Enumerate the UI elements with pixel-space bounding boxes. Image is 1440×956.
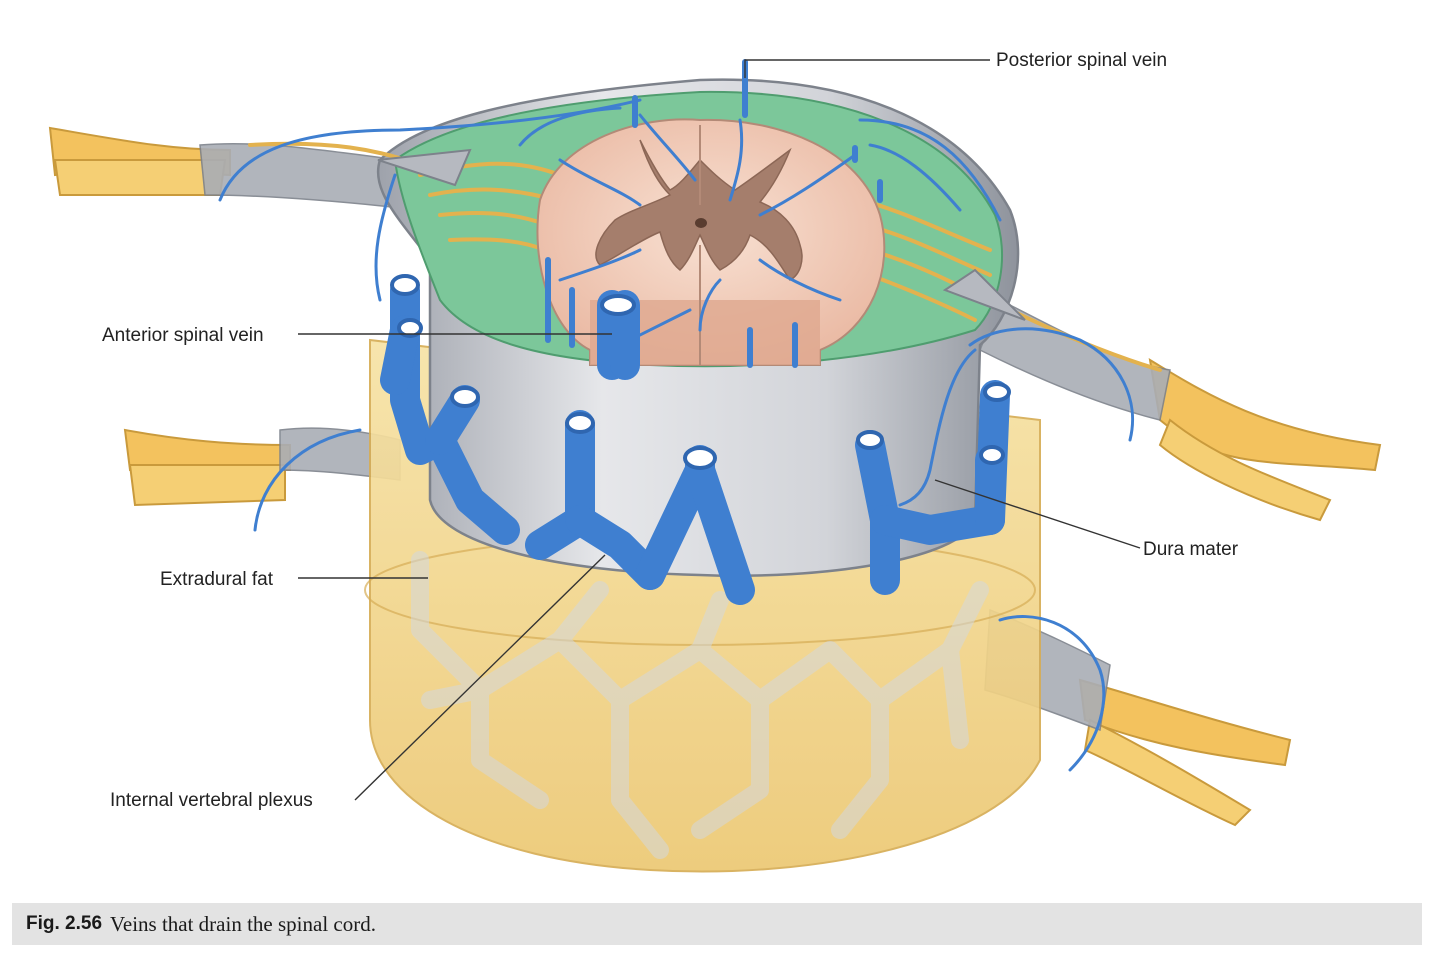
grey-matter [595,139,803,281]
spinal-cord [536,118,886,366]
leader-lines [298,59,1141,801]
label-anterior-spinal-vein: Anterior spinal vein [102,325,264,346]
label-extradural-fat: Extradural fat [160,569,274,590]
figure-caption: Fig. 2.56 Veins that drain the spinal co… [12,903,1422,945]
figure-number: Fig. 2.56 [26,913,103,934]
denticulate-ligaments [377,148,1026,321]
label-posterior-spinal-vein: Posterior spinal vein [996,50,1167,71]
leader-dura-mater [934,479,1141,549]
label-internal-vertebral-plexus: Internal vertebral plexus [110,790,313,811]
leader-internal-vertebral-plexus [354,554,606,801]
leader-posterior-spinal-vein [744,59,990,78]
label-dura-mater: Dura mater [1143,539,1239,560]
figure-caption-text: Veins that drain the spinal cord. [110,911,376,936]
internal-vertebral-plexus-network [411,551,989,859]
vein-openings [390,274,1011,470]
central-canal [695,218,707,228]
spinal-nerves [48,126,1382,827]
